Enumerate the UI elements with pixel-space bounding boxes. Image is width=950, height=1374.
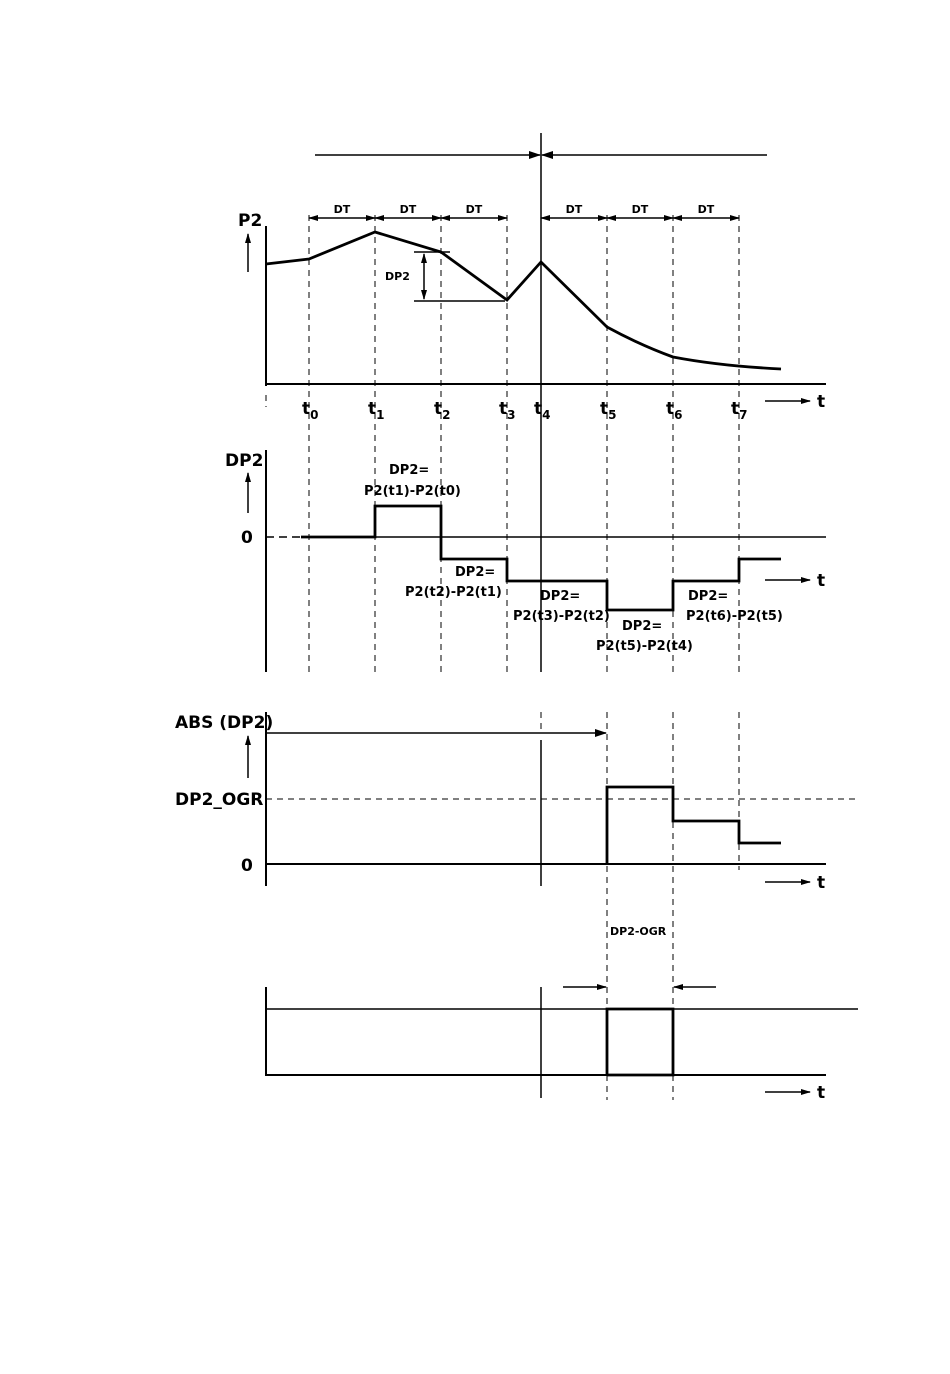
- panel-dp2-ogr: DP2-OGR t: [265, 925, 858, 1103]
- annot-2-top: DP2=: [455, 565, 495, 580]
- dt-label-5: DT: [632, 203, 649, 216]
- dt-brackets: DT DT DT DT DT DT: [309, 203, 739, 218]
- p1-y-label: P2: [238, 211, 262, 231]
- annot-5-top: DP2=: [688, 589, 728, 604]
- dt-label-2: DT: [400, 203, 417, 216]
- t5-label: t5: [600, 399, 617, 422]
- t6-label: t6: [666, 399, 683, 422]
- panel-dp2: DP2 0 t DP2= P2(t1)-P2(t0) DP2= P2(t2)-P…: [225, 450, 826, 672]
- p3-t-label: t: [817, 873, 825, 893]
- dt-label-1: DT: [334, 203, 351, 216]
- p4-t-label: t: [817, 1083, 825, 1103]
- time-markers: [266, 215, 739, 1100]
- annot-2-bottom: P2(t2)-P2(t1): [405, 585, 502, 600]
- p3-threshold-label: DP2_OGR: [175, 790, 263, 810]
- p4-pulse: [607, 1009, 673, 1075]
- p3-zero-label: 0: [241, 856, 253, 876]
- annot-4-bottom: P2(t5)-P2(t4): [596, 639, 693, 654]
- panel-p2: P2 DT DT DT DT DT DT DP2 t0 t1 t2 t: [238, 203, 826, 422]
- dp2-dim-label: DP2: [385, 270, 410, 283]
- annot-4-top: DP2=: [622, 619, 662, 634]
- dt-label-3: DT: [466, 203, 483, 216]
- panel-abs-dp2: ABS (DP2) DP2_OGR 0 t: [175, 712, 858, 893]
- p2-zero-label: 0: [241, 528, 253, 548]
- t4-label: t4: [534, 399, 551, 422]
- dt-label-6: DT: [698, 203, 715, 216]
- annot-3-bottom: P2(t3)-P2(t2): [513, 609, 610, 624]
- p2-t-label: t: [817, 571, 825, 591]
- p4-label: DP2-OGR: [610, 925, 667, 938]
- p2-y-label: DP2: [225, 451, 263, 471]
- annot-3-top: DP2=: [540, 589, 580, 604]
- p3-y-label: ABS (DP2): [175, 713, 273, 733]
- annot-5-bottom: P2(t6)-P2(t5): [686, 609, 783, 624]
- dp2-annotations: DP2= P2(t1)-P2(t0) DP2= P2(t2)-P2(t1) DP…: [364, 463, 783, 654]
- annot-1-top: DP2=: [389, 463, 429, 478]
- t2-label: t2: [434, 399, 451, 422]
- p1-t-label: t: [817, 392, 825, 412]
- p2-trace: [266, 232, 781, 369]
- time-labels: t0 t1 t2 t3 t4 t5 t6 t7: [302, 399, 748, 422]
- t0-label: t0: [302, 399, 319, 422]
- dt-label-4: DT: [566, 203, 583, 216]
- t1-label: t1: [368, 399, 385, 422]
- annot-1-bottom: P2(t1)-P2(t0): [364, 484, 461, 499]
